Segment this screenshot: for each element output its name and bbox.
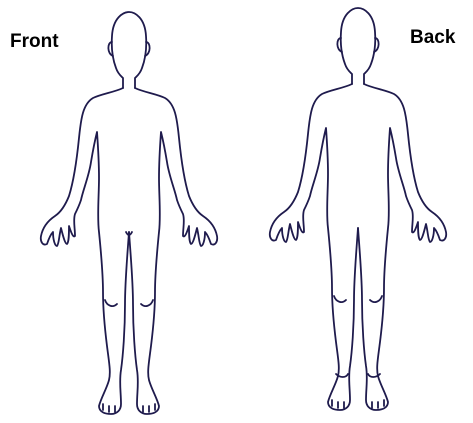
front-figure: [41, 12, 217, 414]
back-figure: [270, 8, 446, 410]
